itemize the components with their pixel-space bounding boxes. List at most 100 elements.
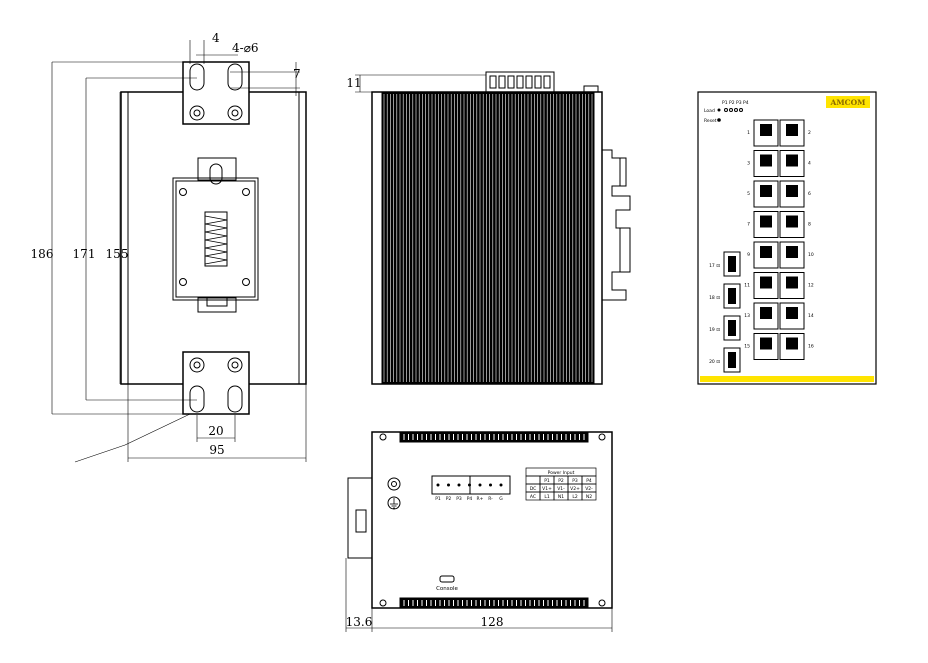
din-clip-spring-coil [204, 215, 228, 265]
dim-label-20: 20 [208, 424, 223, 438]
port-number-right: 6 [808, 191, 811, 197]
power-table-cell-text: L1 [544, 494, 550, 500]
rj45-port [753, 150, 779, 177]
sfp-port-number: 19 ⊡ [709, 327, 720, 333]
corner-screw-tr [598, 433, 606, 441]
terminal-label: P1 [435, 496, 441, 502]
power-table-cell [581, 491, 597, 501]
terminal-pin-side [534, 75, 542, 89]
port-number-left: 7 [747, 222, 750, 228]
power-table-cell-text: V1- [557, 486, 565, 492]
rj45-port-jack [786, 124, 798, 136]
clip-screw-3 [179, 278, 187, 286]
power-table-cell [525, 475, 541, 485]
panel-bottom-stripe [700, 376, 874, 382]
side-mount-tab [355, 509, 367, 533]
port-number-right: 14 [808, 313, 814, 319]
load-led [717, 108, 721, 112]
sfp-port-column: 17 ⊡18 ⊡19 ⊡20 ⊡ [709, 251, 741, 373]
pwr-led-4 [739, 108, 743, 112]
dim-label-155: 155 [106, 247, 129, 261]
port-number-right: 2 [808, 130, 811, 136]
rj45-port-jack [786, 307, 798, 319]
rj45-port-jack [786, 185, 798, 197]
terminal-label: R+ [477, 496, 484, 502]
sfp-port-slot [728, 352, 736, 368]
power-table-cell-text: V2+ [570, 486, 580, 492]
terminal-pin [499, 483, 503, 487]
reset-button [717, 118, 721, 122]
side-view: 11 [346, 71, 631, 385]
leader-line-din [74, 444, 126, 463]
terminal-label: G [499, 496, 503, 502]
rj45-port [753, 180, 779, 208]
brand-logo: AMCOM [830, 98, 866, 107]
top-slot-right [227, 63, 243, 91]
screw-top-left-head [193, 109, 201, 117]
rj45-port [779, 333, 805, 360]
power-table-cell-text: N2 [586, 494, 592, 500]
bottom-body-outline [371, 431, 613, 609]
rj45-port [779, 272, 805, 299]
power-table-cell-text: P4 [586, 478, 592, 484]
port-number-right: 12 [808, 283, 814, 289]
port-number-left: 15 [744, 344, 750, 350]
power-table-cell-text: AC [530, 494, 536, 500]
dim-label-7: 7 [293, 67, 301, 81]
dim-label-holes: 4-⌀6 [232, 41, 259, 55]
rj45-port [779, 119, 805, 147]
front-view: 186 171 155 4 4-⌀6 7 20 95 [31, 31, 307, 463]
rj45-port [779, 150, 805, 177]
side-mount-profile [347, 477, 372, 559]
ground-screw [387, 477, 401, 491]
dim-label-13-6: 13.6 [346, 615, 373, 629]
top-cap [583, 85, 599, 93]
din-clip-top-slot [209, 163, 223, 185]
terminal-pin-side [543, 75, 551, 89]
power-table-cell-text: DC [530, 486, 537, 492]
power-table-cell-text: P1 [544, 478, 550, 484]
sfp-port [723, 251, 741, 277]
pwr-led-1 [724, 108, 728, 112]
clip-screw-1 [179, 188, 187, 196]
dim-label-4: 4 [212, 31, 220, 45]
bottom-mounting-bracket [182, 351, 250, 415]
port-number-left: 11 [744, 283, 750, 289]
power-table-cell-text: P3 [572, 478, 578, 484]
bottom-slot-right [227, 385, 243, 413]
power-table-cell-text: L2 [572, 494, 578, 500]
screw-bottom-left-head [193, 361, 201, 369]
sfp-port-slot [728, 256, 736, 272]
terminal-pin [468, 483, 471, 487]
terminal-pin [489, 483, 492, 487]
corner-screw-bl [379, 599, 387, 607]
port-number-right: 16 [808, 344, 814, 350]
din-clip-top-hook [197, 157, 237, 181]
terminal-pin-side [525, 75, 533, 89]
heatsink-fins [381, 91, 595, 385]
rj45-port [753, 333, 779, 360]
rj45-port-jack [786, 337, 798, 350]
port-number-left: 13 [744, 313, 750, 319]
clip-screw-2 [242, 188, 250, 196]
rj45-port-jack [760, 215, 772, 228]
terminal-label: R- [488, 496, 493, 502]
din-clip-spring [204, 211, 228, 267]
screw-bottom-right-head [231, 361, 239, 369]
screw-bottom-right [227, 357, 243, 373]
rj45-port-jack [760, 307, 772, 319]
port-number-left: 5 [747, 191, 750, 197]
rj45-port [779, 180, 805, 208]
terminal-pin-side [507, 75, 515, 89]
rj45-port-jack [760, 276, 772, 289]
rj45-port-jack [786, 246, 798, 258]
console-port [439, 575, 455, 583]
dim-label-171: 171 [73, 247, 96, 261]
port-number-left: 1 [747, 130, 750, 136]
